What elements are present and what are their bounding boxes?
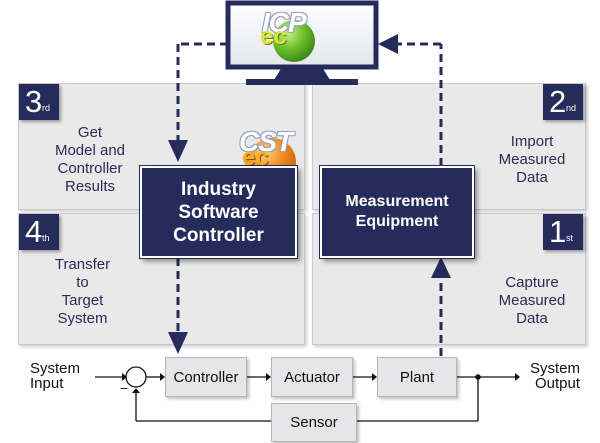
step-2-text: Import Measured Data xyxy=(498,133,566,186)
industry-software-controller-box: Industry Software Controller xyxy=(139,165,298,259)
logo-icp-text: ICP xyxy=(262,7,307,38)
step-suffix: th xyxy=(42,233,50,243)
green-globe-icon xyxy=(273,20,315,62)
step-number: 4 xyxy=(25,214,43,249)
arrowhead xyxy=(168,140,188,162)
logo-ec-text: ec xyxy=(260,23,287,50)
step-suffix: nd xyxy=(566,103,577,113)
step-suffix: rd xyxy=(42,103,51,113)
system-input-label: System Input xyxy=(30,360,81,392)
icpec-logo: ICP ec xyxy=(253,7,325,63)
step-number: 1 xyxy=(549,214,567,249)
summing-minus-sign: − xyxy=(120,380,129,396)
signal-lines xyxy=(95,366,515,422)
controller-block: Controller xyxy=(165,357,247,397)
step-4-text: Transfer to Target System xyxy=(54,256,111,327)
step-number: 2 xyxy=(549,84,567,119)
sensor-block: Sensor xyxy=(271,403,357,442)
arrow-measurement-to-monitor xyxy=(398,42,443,166)
step-badge-2nd: 2 nd xyxy=(543,84,583,120)
step-1-text: Capture Measured Data xyxy=(498,274,566,327)
arrowhead xyxy=(168,332,188,354)
measurement-equipment-box: Measurement Equipment xyxy=(319,165,475,259)
logo-cst-text: CST xyxy=(239,126,293,157)
plant-block: Plant xyxy=(377,357,457,397)
step-badge-4th: 4 th xyxy=(19,214,59,250)
arrowhead xyxy=(378,34,398,54)
step-number: 3 xyxy=(25,84,43,119)
branch-point xyxy=(475,374,481,380)
step-suffix: st xyxy=(566,233,574,243)
system-output-label: System Output xyxy=(530,360,581,392)
step-3-text: Get Model and Controller Results xyxy=(54,124,126,195)
arrow-monitor-to-controller xyxy=(176,42,228,140)
actuator-block: Actuator xyxy=(271,357,353,397)
arrowhead xyxy=(431,257,451,278)
step-badge-3rd: 3 rd xyxy=(19,84,59,120)
step-badge-1st: 1 st xyxy=(543,214,583,250)
